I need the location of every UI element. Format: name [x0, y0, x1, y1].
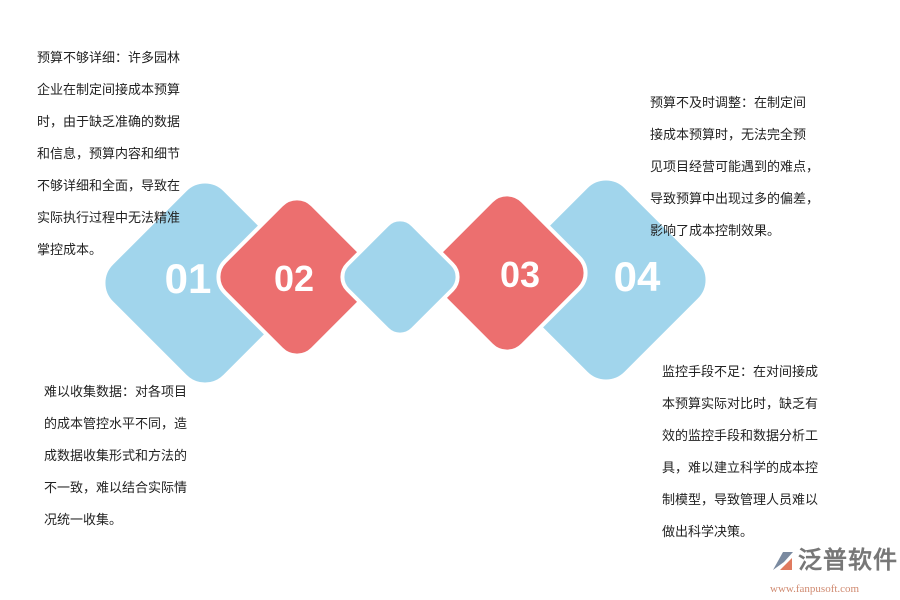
logo-name: 泛普软件 — [798, 546, 898, 574]
text-line: 况统一收集。 — [44, 513, 123, 528]
text-block-01: 预算不够详细：许多园林企业在制定间接成本预算时，由于缺乏准确的数据和信息，预算内… — [37, 43, 180, 267]
text-line: 接成本预算时，无法完全预 — [650, 128, 807, 143]
text-line: 掌控成本。 — [37, 243, 103, 258]
text-line: 预算不及时调整：在制定间 — [650, 96, 807, 111]
text-line: 预算不够详细：许多园林 — [37, 51, 181, 66]
logo-icon — [773, 552, 793, 570]
diamond-center — [340, 217, 460, 337]
logo: 泛普软件 www.fanpusoft.com — [770, 546, 898, 598]
text-block-02: 难以收集数据：对各项目的成本管控水平不同，造成数据收集形式和方法的不一致，难以结… — [44, 377, 187, 537]
text-line: 的成本管控水平不同，造 — [44, 417, 188, 432]
text-line: 影响了成本控制效果。 — [650, 224, 781, 239]
text-line: 和信息，预算内容和细节 — [37, 147, 181, 162]
text-line: 不一致，难以结合实际情 — [44, 481, 188, 496]
number-04: 04 — [614, 253, 661, 300]
text-block-04: 监控手段不足：在对间接成本预算实际对比时，缺乏有效的监控手段和数据分析工具，难以… — [662, 357, 818, 549]
text-block-03: 预算不及时调整：在制定间接成本预算时，无法完全预见项目经营可能遇到的难点， 导致预… — [650, 88, 819, 248]
text-line: 不够详细和全面，导致在 — [37, 179, 181, 194]
text-line: 具，难以建立科学的成本控 — [662, 461, 819, 476]
text-line: 时，由于缺乏准确的数据 — [37, 115, 181, 130]
number-03: 03 — [500, 254, 540, 295]
diamond-04 — [502, 176, 710, 384]
text-line: 难以收集数据：对各项目 — [44, 385, 188, 400]
number-02: 02 — [274, 258, 314, 299]
text-line: 实际执行过程中无法精准 — [37, 211, 181, 226]
text-line: 企业在制定间接成本预算 — [37, 83, 181, 98]
text-line: 成数据收集形式和方法的 — [44, 449, 188, 464]
text-line: 效的监控手段和数据分析工 — [662, 429, 819, 444]
text-line: 导致预算中出现过多的偏差， — [650, 192, 820, 207]
diamond-02 — [216, 196, 378, 358]
number-01: 01 — [165, 255, 212, 302]
logo-url: www.fanpusoft.com — [770, 583, 860, 595]
text-line: 制模型，导致管理人员难以 — [662, 493, 819, 508]
text-line: 见项目经营可能遇到的难点， — [650, 160, 820, 175]
text-line: 本预算实际对比时，缺乏有 — [662, 397, 819, 412]
diamond-03 — [426, 192, 588, 354]
text-line: 做出科学决策。 — [662, 525, 754, 540]
text-line: 监控手段不足：在对间接成 — [662, 365, 819, 380]
